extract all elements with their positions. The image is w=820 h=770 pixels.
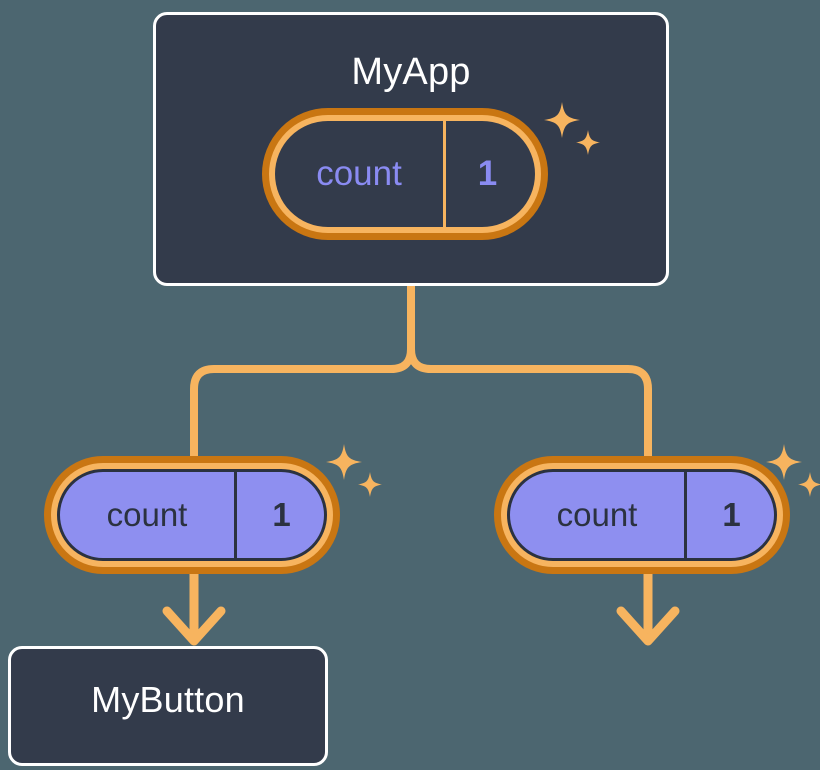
state-value-label: 1 — [443, 121, 529, 227]
state-pill-ring: count 1 — [44, 456, 340, 574]
state-pill-inner: count 1 — [507, 469, 777, 561]
state-key-label: count — [556, 496, 638, 533]
state-pill-ring: count 1 — [262, 108, 548, 240]
state-pill-child-left[interactable]: count 1 — [44, 456, 340, 574]
component-box-mybutton-left[interactable]: MyButton — [8, 646, 328, 766]
state-pill-ring: count 1 — [494, 456, 790, 574]
state-pill-child-right[interactable]: count 1 — [494, 456, 790, 574]
component-title-mybutton-left: MyButton — [91, 679, 245, 720]
state-pill-inner: count 1 — [275, 121, 535, 227]
state-key-label: count — [106, 496, 188, 533]
component-title-myapp: MyApp — [351, 51, 471, 93]
state-value-label: 1 — [234, 472, 324, 558]
state-pill-inner: count 1 — [57, 469, 327, 561]
state-key-label: count — [316, 154, 402, 193]
arrow-down-icon-right — [616, 570, 680, 646]
state-pill-myapp[interactable]: count 1 — [262, 108, 548, 240]
arrow-down-icon-left — [162, 570, 226, 646]
branch-connector-left — [190, 282, 415, 464]
branch-connector-right — [407, 282, 652, 464]
state-value-label: 1 — [684, 472, 774, 558]
